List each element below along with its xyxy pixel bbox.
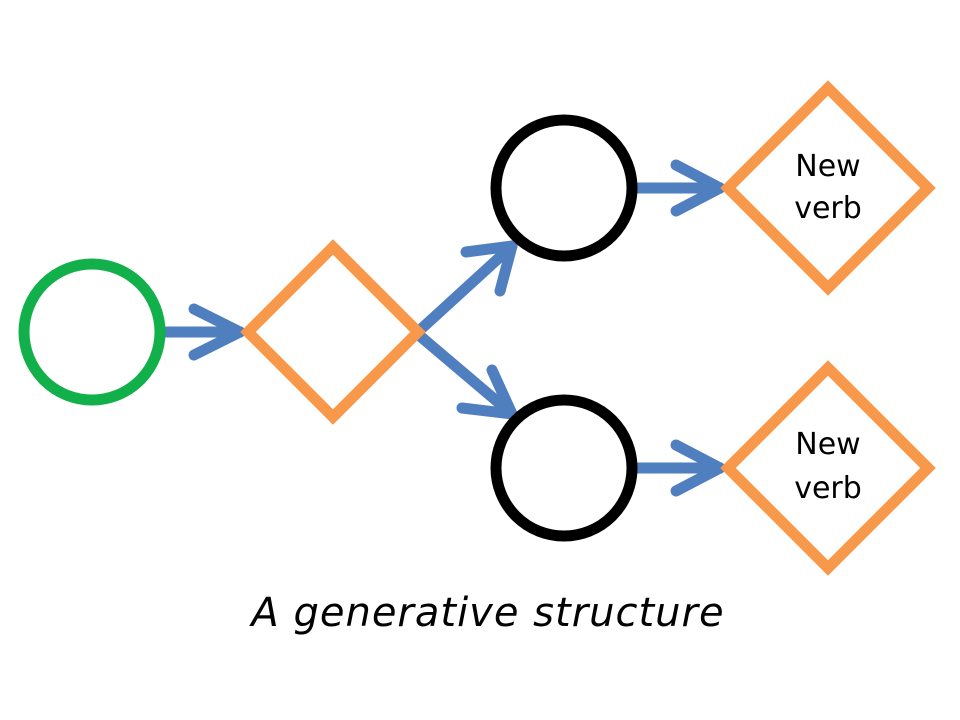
verb-top-label-line1: New (795, 149, 860, 184)
verb-bottom-label-line1: New (795, 427, 860, 462)
start-circle (18, 258, 166, 406)
state-circle-top (490, 114, 638, 262)
arrow-decision-to-state-bottom (414, 330, 518, 420)
verb-bottom-label: New verb (794, 427, 862, 506)
verb-bottom-label-line2: verb (794, 471, 862, 506)
arrow-decision-to-state-top (414, 240, 518, 336)
arrow-start-to-decision (156, 303, 246, 361)
nodes (18, 80, 936, 576)
diagram-caption: A generative structure (248, 590, 724, 636)
edges (156, 159, 726, 497)
verb-top-label: New verb (794, 149, 862, 226)
arrow-state-bottom-to-verb-bottom (632, 439, 726, 497)
state-circle-bottom (490, 394, 638, 542)
arrow-state-top-to-verb-top (632, 159, 726, 217)
verb-diamond-bottom (720, 360, 936, 576)
verb-top-label-line2: verb (794, 191, 862, 226)
verb-diamond-top (720, 80, 936, 296)
decision-diamond (240, 239, 426, 425)
